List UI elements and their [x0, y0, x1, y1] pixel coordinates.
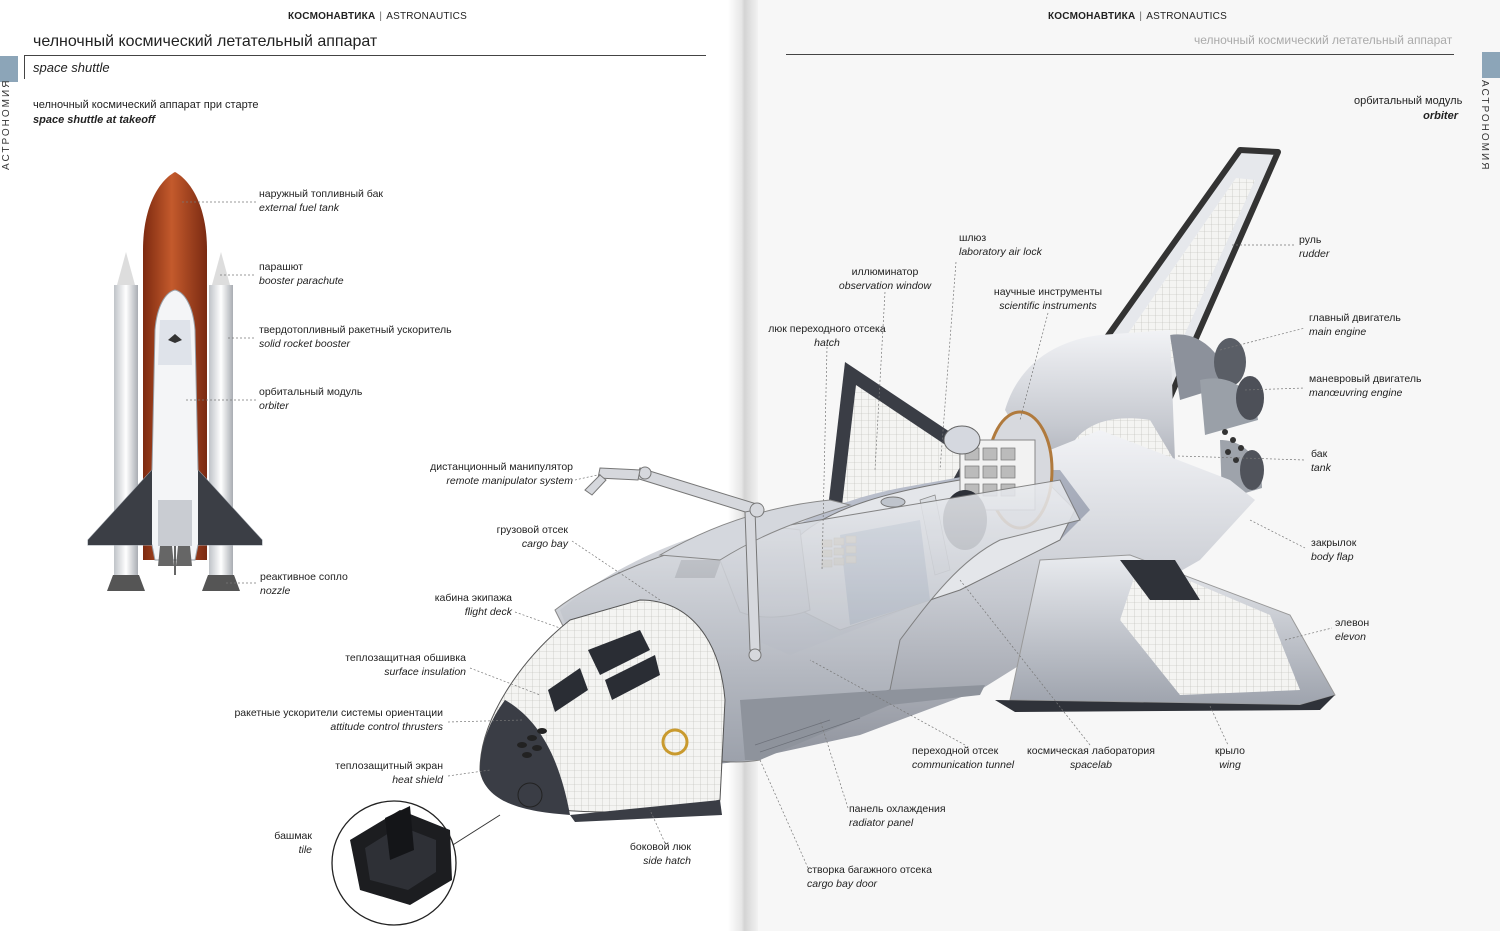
running-head-left: КОСМОНАВТИКА|ASTRONAUTICS: [288, 11, 467, 22]
page-subtitle: space shuttle: [33, 60, 110, 75]
leader-lines-right: [447, 244, 1333, 869]
running-head-right: КОСМОНАВТИКА|ASTRONAUTICS: [1048, 11, 1227, 22]
section-tab-left: [0, 56, 18, 82]
takeoff-heading: челночный космический аппарат при старте…: [33, 99, 259, 126]
title-rule-tick: [24, 55, 25, 79]
nose-section: [479, 599, 726, 822]
engine-cluster: [1170, 334, 1264, 500]
near-wing: [995, 554, 1336, 712]
section-tab-right: [1482, 52, 1500, 78]
right-page-title: челночный космический летательный аппара…: [1194, 33, 1453, 47]
leader-lines-left: [182, 201, 256, 584]
title-rule-left: [24, 55, 706, 56]
page-title: челночный космический летательный аппара…: [33, 33, 378, 50]
book-gutter: [728, 0, 758, 931]
title-rule-right: [786, 54, 1454, 55]
radiator-panel: [740, 685, 985, 760]
radiator-ribs: [754, 717, 861, 753]
stack-orbiter: [87, 289, 263, 575]
manipulator-arm: [584, 466, 765, 662]
shuttle-stack: [87, 172, 263, 591]
cutaway-orbiter: [331, 147, 1336, 926]
tile-inset: [331, 800, 501, 926]
